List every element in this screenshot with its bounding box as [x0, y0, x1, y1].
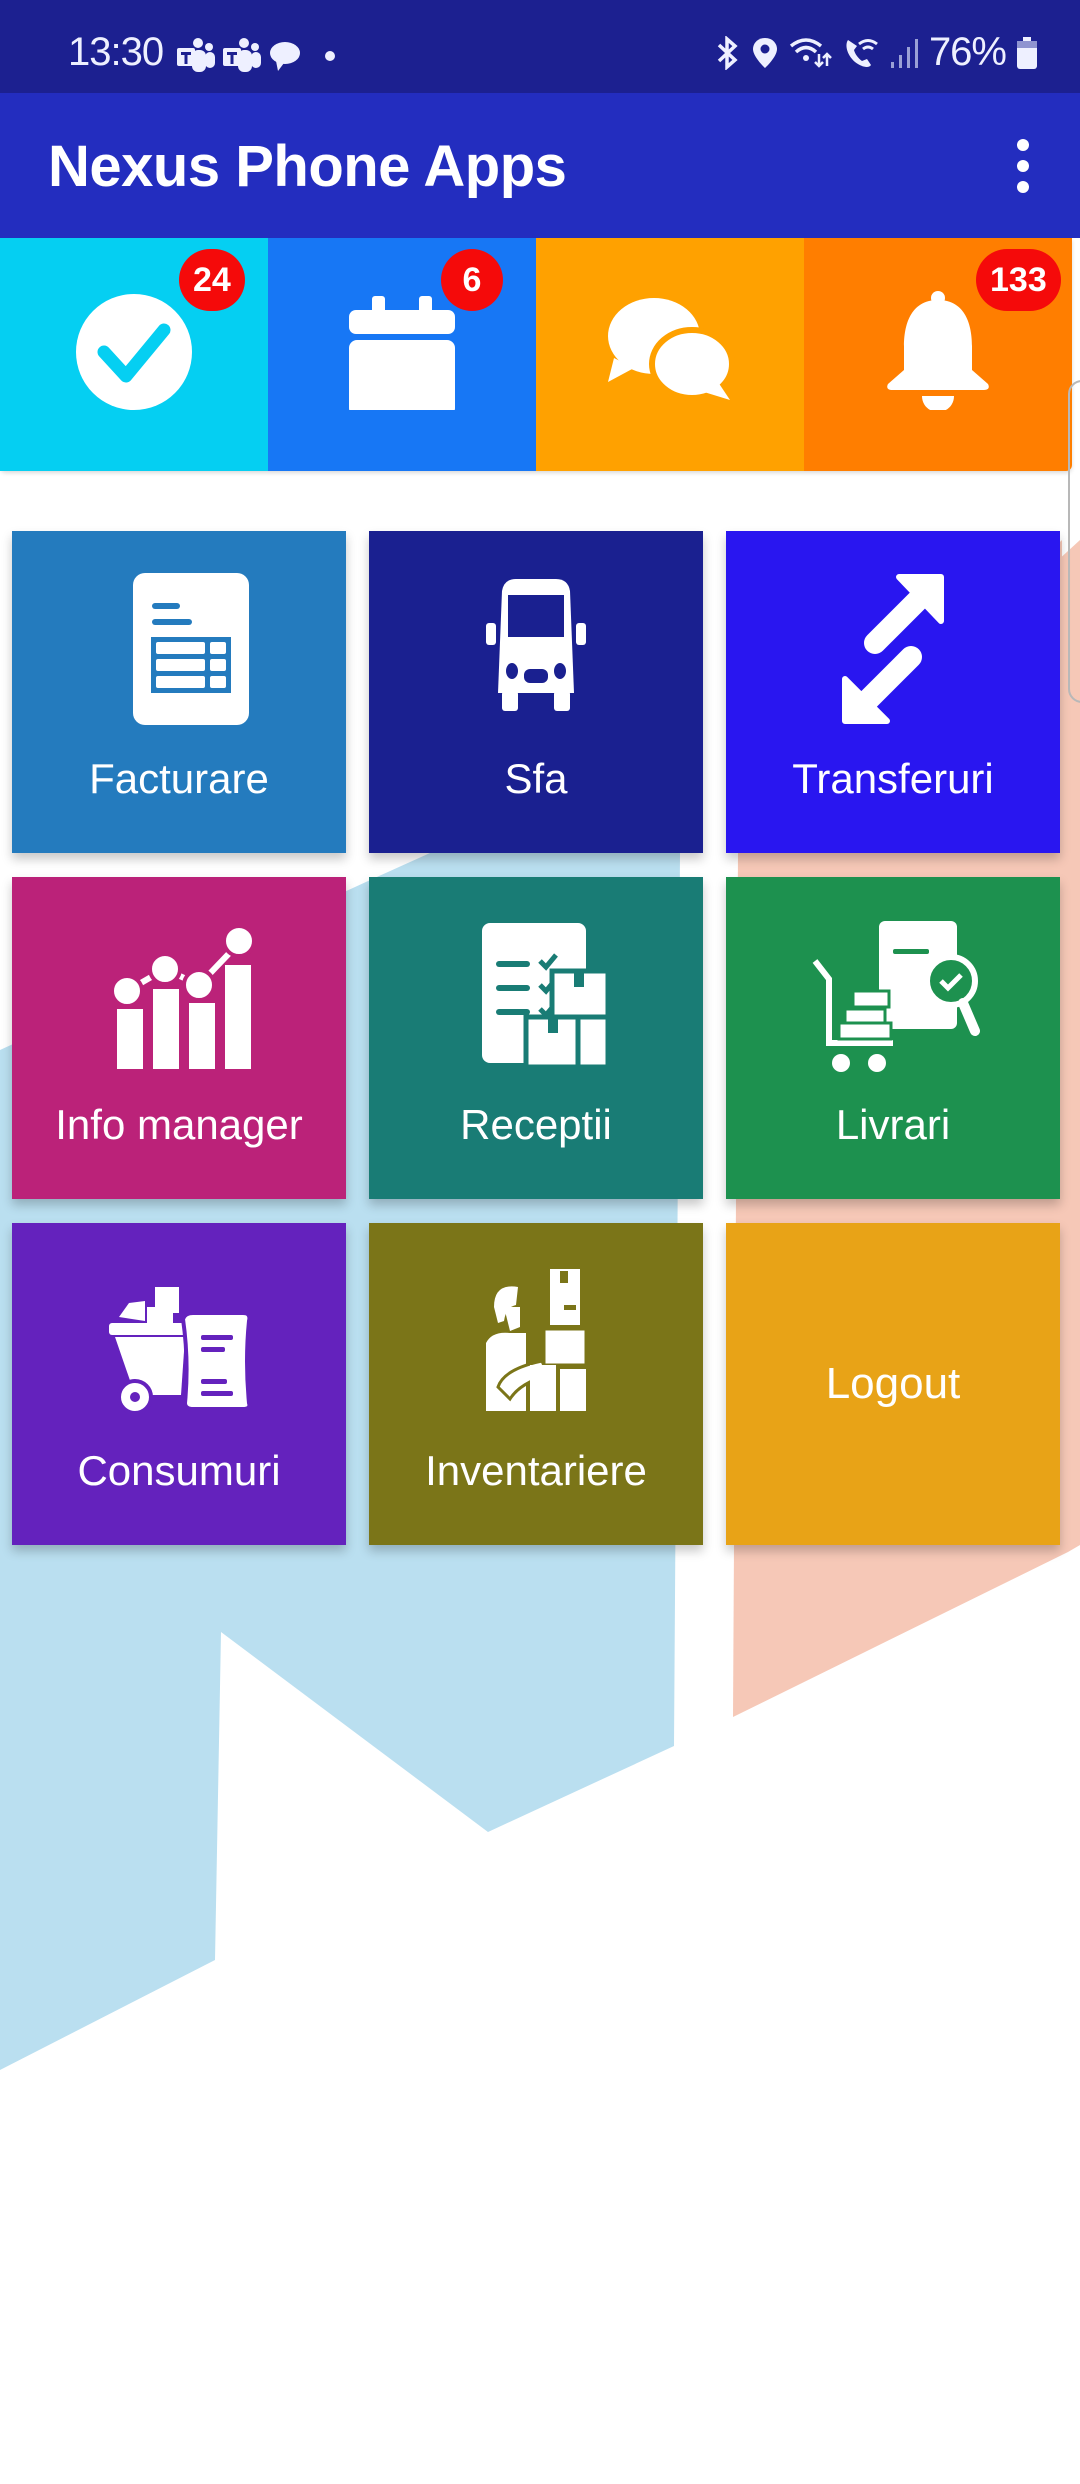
tile-receptii[interactable]: Receptii [369, 877, 703, 1199]
battery-percent: 76% [928, 30, 1007, 74]
quick-action-tasks[interactable]: 24 [0, 238, 268, 471]
transfer-arrows-icon [842, 574, 944, 724]
tile-label: Receptii [460, 1101, 612, 1148]
wifi-calling-icon [846, 38, 878, 67]
logout-label: Logout [825, 1359, 961, 1408]
tile-inventariere[interactable]: Inventariere [369, 1223, 703, 1545]
more-options-button[interactable] [988, 131, 1058, 201]
more-vert-icon-dot [1017, 160, 1029, 172]
battery-icon [1017, 36, 1037, 69]
inventory-worker-icon [486, 1269, 588, 1411]
chat-bubbles-icon [608, 297, 735, 401]
quick-action-notifications[interactable]: 133 [804, 238, 1072, 471]
tile-livrari[interactable]: Livrari [726, 877, 1060, 1199]
status-time: 13:30 [68, 30, 164, 74]
quick-action-calendar[interactable]: 6 [268, 238, 536, 471]
signal-icon [890, 38, 918, 68]
tile-label: Livrari [835, 1101, 951, 1148]
tile-label: Inventariere [425, 1447, 647, 1494]
tile-label: Sfa [504, 755, 568, 802]
app-tile-grid: Facturare Sfa Transferuri [12, 531, 1062, 1545]
teams-icon [223, 38, 261, 72]
tile-facturare[interactable]: Facturare [12, 531, 346, 853]
dot-icon [325, 51, 335, 61]
tile-label: Facturare [89, 755, 269, 802]
tasks-badge: 24 [179, 249, 245, 311]
teams-icon [177, 38, 215, 72]
invoice-icon [133, 573, 249, 725]
status-notification-icons [176, 38, 338, 74]
bluetooth-icon [717, 35, 738, 70]
tile-sfa[interactable]: Sfa [369, 531, 703, 853]
tile-transferuri[interactable]: Transferuri [726, 531, 1060, 853]
chart-icon [110, 924, 256, 1069]
notifications-badge: 133 [976, 249, 1061, 311]
tile-logout[interactable]: Logout [726, 1223, 1060, 1545]
calendar-icon [349, 295, 455, 410]
tile-label: Consumuri [77, 1447, 281, 1494]
check-circle-icon [76, 293, 192, 410]
app-bar: Nexus Phone Apps [0, 93, 1080, 238]
status-system-icons: 76% [713, 30, 1038, 75]
checklist-boxes-icon [482, 923, 611, 1070]
status-bar: 13:30 [0, 0, 1080, 93]
delivery-cart-icon [812, 921, 980, 1072]
tile-label: Transferuri [792, 755, 994, 802]
chat-bubble-icon [270, 42, 300, 71]
more-vert-icon [1017, 139, 1029, 151]
calendar-badge: 6 [441, 249, 503, 311]
edge-panel-handle[interactable] [1068, 380, 1080, 703]
quick-actions-bar: 24 6 133 [0, 238, 1072, 471]
van-icon [486, 579, 586, 711]
consumption-cart-icon [109, 1287, 252, 1415]
bell-icon [887, 290, 989, 410]
tile-consumuri[interactable]: Consumuri [12, 1223, 346, 1545]
location-icon [752, 37, 777, 68]
more-vert-icon-dot [1017, 181, 1029, 193]
tile-info-manager[interactable]: Info manager [12, 877, 346, 1199]
tile-label: Info manager [55, 1101, 303, 1148]
wifi-data-icon [789, 37, 832, 68]
app-title: Nexus Phone Apps [48, 134, 567, 199]
quick-action-messages[interactable] [536, 238, 804, 471]
